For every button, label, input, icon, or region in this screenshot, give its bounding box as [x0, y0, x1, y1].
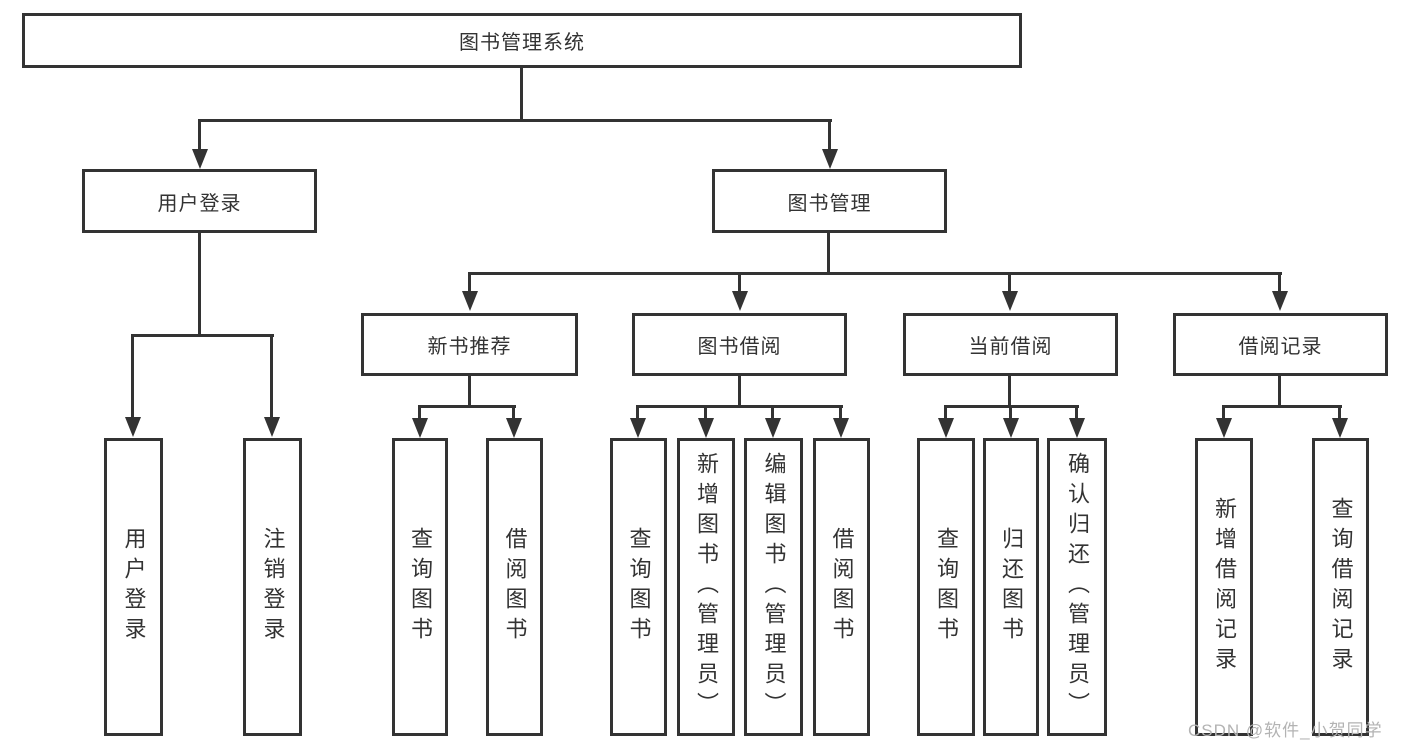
leaf-label: 借阅图书: [829, 527, 855, 647]
connector-vline: [1075, 405, 1078, 419]
arrowhead-down-icon: [1069, 418, 1085, 438]
connector-vline: [827, 233, 830, 275]
leaf-user-login: 用户登录: [104, 438, 163, 736]
leaf-logout: 注销登录: [243, 438, 302, 736]
leaf-query-borrow-record: 查询借阅记录: [1312, 438, 1369, 736]
arrowhead-down-icon: [833, 418, 849, 438]
connector-hline: [418, 405, 516, 408]
leaf-query-books-2: 查询图书: [610, 438, 667, 736]
arrowhead-down-icon: [1272, 291, 1288, 311]
connector-vline: [520, 68, 523, 122]
connector-vline: [270, 334, 273, 418]
arrowhead-down-icon: [698, 418, 714, 438]
leaf-query-books-1: 查询图书: [392, 438, 448, 736]
csdn-watermark: CSDN @软件_小贺同学: [1188, 721, 1383, 740]
leaf-query-books-3: 查询图书: [917, 438, 975, 736]
leaf-label: 用户登录: [121, 527, 147, 647]
node-new-book-recommend: 新书推荐: [361, 313, 578, 376]
leaf-label: 借阅图书: [502, 527, 528, 647]
connector-vline: [1338, 405, 1341, 419]
arrowhead-down-icon: [1332, 418, 1348, 438]
leaf-label: 查询借阅记录: [1328, 497, 1354, 677]
node-borrowing-records: 借阅记录: [1173, 313, 1388, 376]
leaf-label: 查询图书: [934, 527, 959, 647]
connector-hline: [468, 272, 1282, 275]
connector-hline: [131, 334, 274, 337]
connector-vline: [512, 405, 515, 419]
connector-vline: [468, 272, 471, 294]
connector-vline: [131, 334, 134, 418]
connector-vline: [1278, 376, 1281, 408]
connector-vline: [1009, 405, 1012, 419]
arrowhead-down-icon: [412, 418, 428, 438]
node-book-borrowing: 图书借阅: [632, 313, 847, 376]
leaf-edit-book-admin: 编辑图书（管理员）: [744, 438, 803, 736]
leaf-borrow-books-2: 借阅图书: [813, 438, 870, 736]
connector-vline: [704, 405, 707, 419]
arrowhead-down-icon: [1216, 418, 1232, 438]
arrowhead-down-icon: [822, 149, 838, 169]
connector-vline: [771, 405, 774, 419]
leaf-return-book: 归还图书: [983, 438, 1039, 736]
node-library-system: 图书管理系统: [22, 13, 1022, 68]
connector-hline: [1222, 405, 1342, 408]
arrowhead-down-icon: [1003, 418, 1019, 438]
leaf-label: 归还图书: [999, 527, 1024, 647]
leaf-label: 查询图书: [626, 527, 652, 647]
arrowhead-down-icon: [765, 418, 781, 438]
connector-vline: [1008, 272, 1011, 294]
connector-vline: [1278, 272, 1281, 294]
connector-vline: [198, 233, 201, 337]
arrowhead-down-icon: [125, 417, 141, 437]
leaf-label: 新增借阅记录: [1212, 497, 1237, 677]
leaf-label: 确认归还（管理员）: [1065, 452, 1090, 722]
leaf-add-book-admin: 新增图书（管理员）: [677, 438, 735, 736]
node-book-management: 图书管理: [712, 169, 947, 233]
arrowhead-down-icon: [506, 418, 522, 438]
arrowhead-down-icon: [1002, 291, 1018, 311]
connector-hline: [636, 405, 843, 408]
leaf-label: 注销登录: [260, 527, 286, 647]
connector-vline: [468, 376, 471, 408]
node-current-borrowing: 当前借阅: [903, 313, 1118, 376]
leaf-label: 编辑图书（管理员）: [761, 452, 787, 722]
arrowhead-down-icon: [630, 418, 646, 438]
leaf-label: 查询图书: [408, 527, 433, 647]
arrowhead-down-icon: [732, 291, 748, 311]
node-user-login: 用户登录: [82, 169, 317, 233]
arrowhead-down-icon: [462, 291, 478, 311]
arrowhead-down-icon: [192, 149, 208, 169]
connector-vline: [1222, 405, 1225, 419]
connector-vline: [839, 405, 842, 419]
leaf-borrow-books-1: 借阅图书: [486, 438, 543, 736]
connector-vline: [944, 405, 947, 419]
connector-vline: [198, 119, 201, 151]
connector-vline: [828, 119, 831, 151]
connector-hline: [198, 119, 832, 122]
leaf-confirm-return-admin: 确认归还（管理员）: [1047, 438, 1107, 736]
connector-vline: [418, 405, 421, 419]
arrowhead-down-icon: [264, 417, 280, 437]
leaf-label: 新增图书（管理员）: [694, 452, 719, 722]
leaf-add-borrow-record: 新增借阅记录: [1195, 438, 1253, 736]
connector-vline: [738, 376, 741, 408]
arrowhead-down-icon: [938, 418, 954, 438]
connector-vline: [636, 405, 639, 419]
connector-vline: [738, 272, 741, 294]
connector-vline: [1008, 376, 1011, 408]
